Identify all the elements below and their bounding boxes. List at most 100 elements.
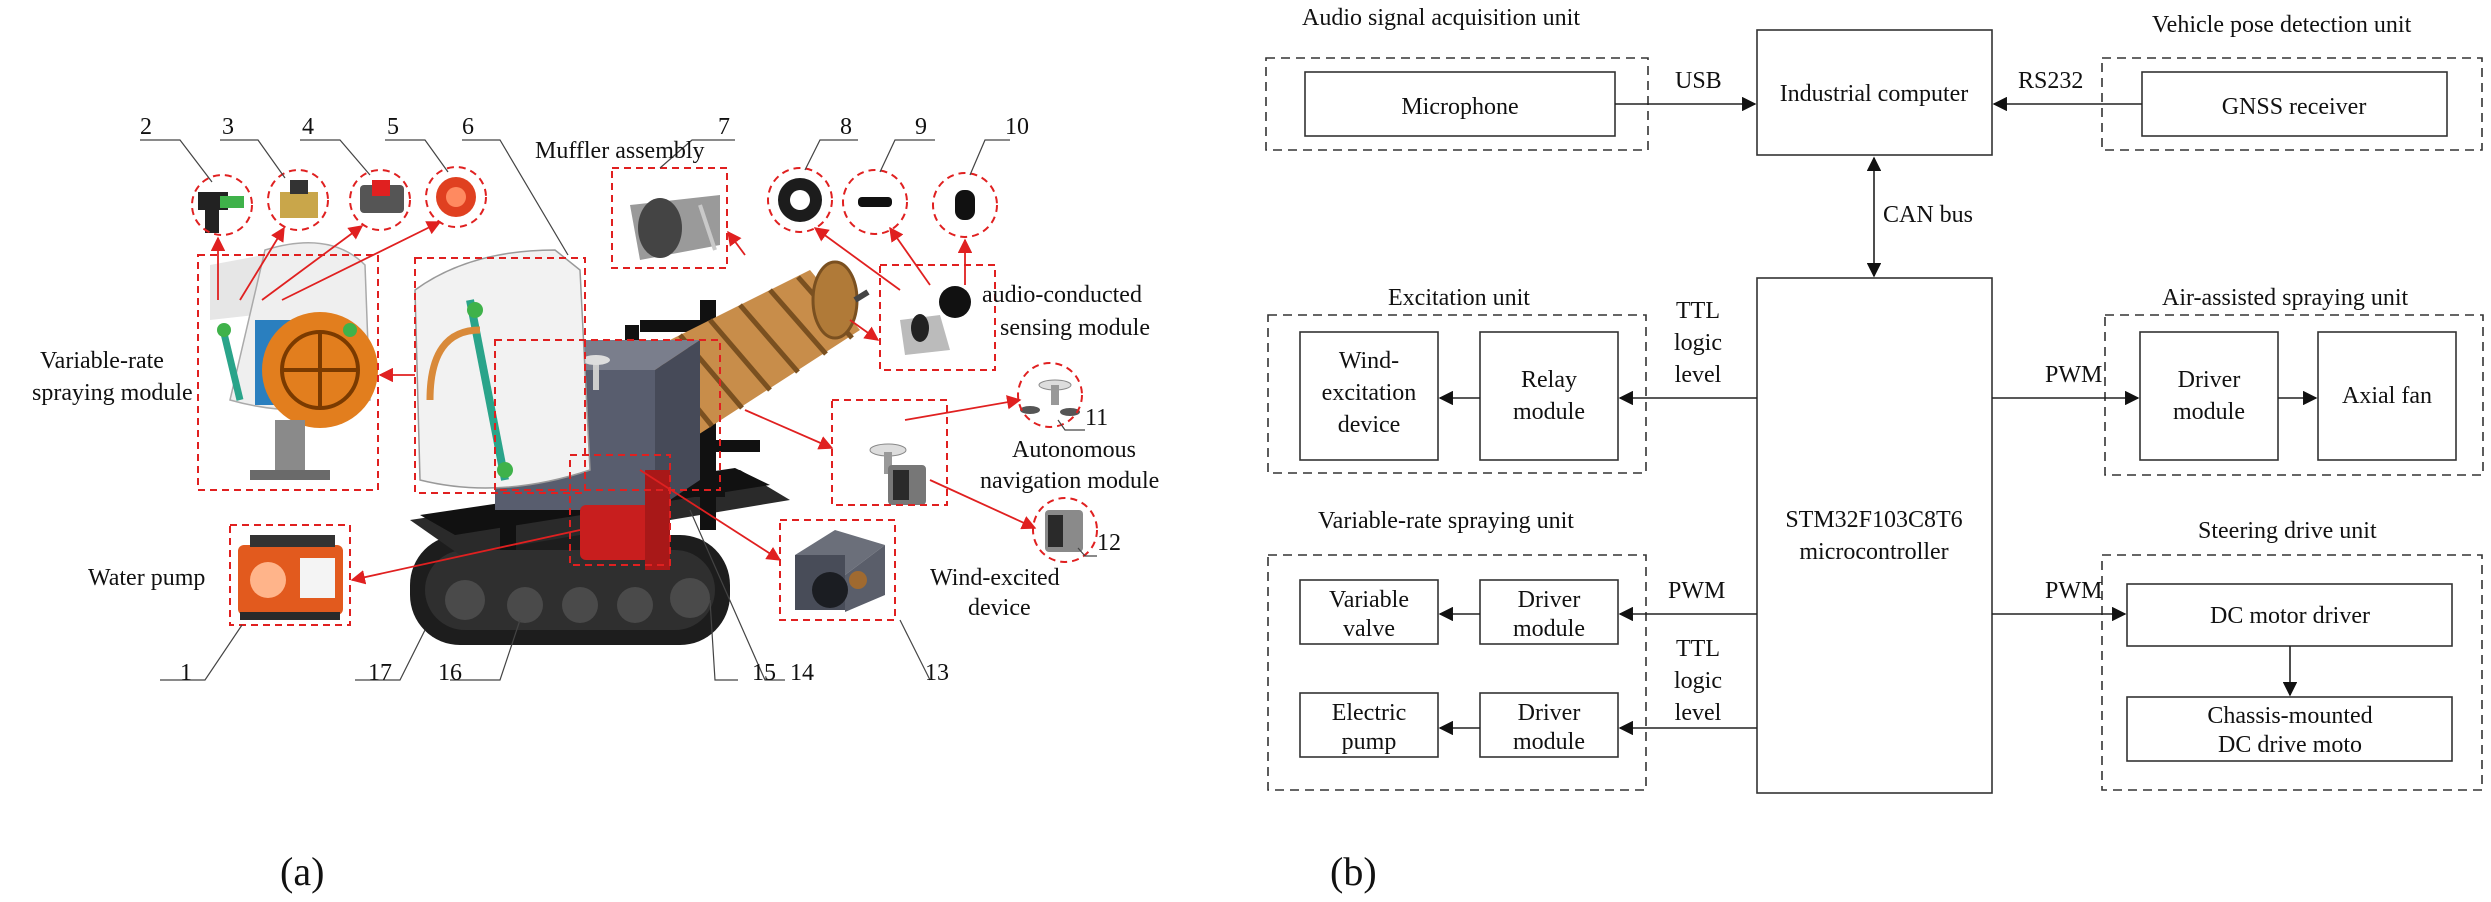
text-air-driver-l1: Driver (2178, 367, 2241, 393)
link-label-ttl2-l2: logic (1674, 668, 1722, 694)
box-relay-module (1479, 331, 1619, 461)
link-label-ttl2-l1: TTL (1676, 636, 1720, 662)
text-air-driver-l2: module (2173, 399, 2245, 425)
onboard-pump-illustration (580, 470, 670, 570)
text-pump-l2: pump (1342, 729, 1397, 755)
part-number: 2 (140, 114, 152, 140)
caption-a: (a) (280, 849, 324, 894)
text-valve-l2: valve (1343, 616, 1395, 642)
unit-title-air: Air-assisted spraying unit (2162, 285, 2408, 311)
label-navigation-2: navigation module (980, 468, 1159, 494)
label-wind-excited-1: Wind-excited (930, 565, 1060, 591)
text-axial-fan: Axial fan (2342, 383, 2432, 409)
box-gnss-receiver (2141, 71, 2448, 137)
box-electric-pump (1299, 692, 1439, 758)
part-number: 9 (915, 114, 927, 140)
label-muffler-assembly: Muffler assembly (535, 138, 705, 164)
unit-title-steer: Steering drive unit (2198, 518, 2377, 544)
text-wind-l3: device (1338, 412, 1401, 438)
text-mcu-l1: STM32F103C8T6 (1785, 507, 1962, 533)
part-numbers: 2 3 4 5 6 7 8 9 10 11 12 13 1 17 16 15 1… (140, 114, 1121, 686)
text-gnss-receiver: GNSS receiver (2222, 94, 2367, 120)
water-pump-illustration (238, 535, 343, 620)
text-pump-l1: Electric (1332, 700, 1407, 726)
link-label-rs232: RS232 (2018, 68, 2083, 94)
sensor-icons-illustration (778, 178, 975, 355)
link-label-can: CAN bus (1883, 202, 1973, 228)
part-number: 8 (840, 114, 852, 140)
text-relay-l2: module (1513, 399, 1585, 425)
wind-device-illustration (795, 530, 885, 612)
part-number: 10 (1005, 114, 1029, 140)
text-chassis-l2: DC drive moto (2218, 732, 2362, 758)
link-label-usb: USB (1675, 68, 1722, 94)
text-vr-driver2-l2: module (1513, 729, 1585, 755)
valve-parts-illustration (198, 177, 476, 233)
part-number: 4 (302, 114, 314, 140)
link-label-ttl1-l1: TTL (1676, 298, 1720, 324)
group-pose-unit (2101, 57, 2483, 151)
box-axial-fan (2317, 331, 2457, 461)
label-wind-excited-2: device (968, 595, 1031, 621)
box-vr-driver-module-1 (1479, 579, 1619, 645)
part-number: 12 (1097, 530, 1121, 556)
muffler-closeup-illustration (630, 195, 720, 260)
leader-lines (140, 139, 1097, 681)
box-vr-driver-module-2 (1479, 692, 1619, 758)
text-vr-driver1-l2: module (1513, 616, 1585, 642)
text-industrial-computer: Industrial computer (1780, 81, 1969, 107)
text-mcu-l2: microcontroller (1799, 539, 1948, 565)
link-label-pwm-vr: PWM (1668, 578, 1725, 604)
label-variable-rate-2: spraying module (32, 380, 193, 406)
text-vr-driver2-l1: Driver (1518, 700, 1581, 726)
text-valve-l1: Variable (1329, 587, 1409, 613)
link-label-ttl1-l2: logic (1674, 330, 1722, 356)
panel-a: Muffler assembly audio-conducted sensing… (32, 114, 1159, 894)
box-air-driver-module (2139, 331, 2279, 461)
group-vr-unit (1267, 554, 1647, 791)
text-relay-l1: Relay (1521, 367, 1577, 393)
box-variable-valve (1299, 579, 1439, 645)
label-variable-rate-1: Variable-rate (40, 348, 164, 374)
part-number: 15 (752, 660, 776, 686)
text-dc-motor-driver: DC motor driver (2210, 603, 2370, 629)
part-number: 13 (925, 660, 949, 686)
group-steer-unit (2101, 554, 2483, 791)
part-number: 7 (718, 114, 730, 140)
panel-b: Audio signal acquisition unit Vehicle po… (1265, 5, 2484, 894)
text-wind-l1: Wind- (1339, 348, 1399, 374)
box-wind-excitation-device (1299, 331, 1439, 461)
link-label-pwm-air: PWM (2045, 362, 2102, 388)
label-water-pump: Water pump (88, 565, 205, 591)
text-microphone: Microphone (1401, 94, 1518, 120)
box-mcu (1756, 277, 1993, 794)
text-wind-l2: excitation (1322, 380, 1417, 406)
part-number: 3 (222, 114, 234, 140)
unit-title-pose: Vehicle pose detection unit (2152, 12, 2412, 38)
red-arrows (210, 221, 1037, 585)
box-dc-motor-driver (2126, 583, 2453, 647)
label-audio-sensing-1: audio-conducted (982, 282, 1142, 308)
part-number: 11 (1085, 405, 1108, 431)
group-air-unit (2104, 314, 2484, 476)
part-number: 14 (790, 660, 814, 686)
group-excitation-unit (1267, 314, 1647, 474)
link-label-pwm-steer: PWM (2045, 578, 2102, 604)
part-number: 6 (462, 114, 474, 140)
link-label-ttl1-l3: level (1675, 362, 1722, 388)
unit-title-audio: Audio signal acquisition unit (1302, 5, 1580, 31)
box-industrial-computer (1756, 29, 1993, 156)
caption-b: (b) (1330, 849, 1377, 894)
label-navigation-1: Autonomous (1012, 437, 1136, 463)
spraying-module-illustration (210, 241, 378, 480)
text-vr-driver1-l1: Driver (1518, 587, 1581, 613)
unit-title-vr: Variable-rate spraying unit (1318, 508, 1574, 534)
unit-title-excitation: Excitation unit (1388, 285, 1530, 311)
part-number: 1 (180, 660, 192, 686)
text-chassis-l1: Chassis-mounted (2207, 703, 2372, 729)
box-chassis-motor (2126, 696, 2453, 762)
link-label-ttl2-l3: level (1675, 700, 1722, 726)
navigation-icons-illustration (869, 379, 1083, 552)
part-number: 16 (438, 660, 462, 686)
